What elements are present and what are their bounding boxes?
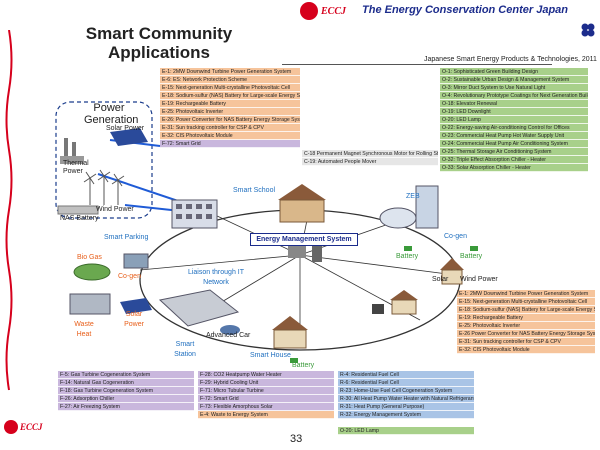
smart-house-label: Smart House	[250, 352, 291, 359]
list-item: O-1: Sophisticated Green Building Design	[440, 68, 588, 76]
building-products-list: O-1: Sophisticated Green Building Design…	[440, 68, 588, 172]
page-title: Smart Community Applications	[85, 24, 233, 62]
list-item: O-24: Commercial Heat Pump Air Condition…	[440, 140, 588, 148]
footer-logo-text: ECCJ	[20, 422, 43, 432]
list-item: R-31: Heat Pump (General Purpose)	[338, 403, 474, 411]
list-item: E-1: 2MW Downwind Turbine Power Generati…	[457, 290, 595, 298]
liaison-label: Liaison through IT Network	[187, 269, 245, 286]
energy-products-list: E-1: 2MW Downwind Turbine Power Generati…	[160, 68, 300, 140]
list-item: E-18: Sodium-sulfur (NAS) Battery for La…	[160, 92, 300, 100]
eccj-emblem-icon	[300, 2, 318, 20]
clover-icon	[581, 23, 595, 37]
list-item: F-28: CO2 Heatpump Water Heater	[198, 371, 334, 379]
residential-products-list: R-4: Residential Fuel Cell R-6: Resident…	[338, 371, 474, 419]
led-lamp-item: O-20: LED Lamp	[338, 427, 474, 435]
side-ornament	[5, 30, 13, 391]
wind-power-right-label: Wind Power	[460, 276, 498, 283]
list-item: O-19: LED Downlight	[440, 108, 588, 116]
list-item: O-3: Mirror Duct System to Use Natural L…	[440, 84, 588, 92]
list-item: R-30: All Heat Pump Water Heater with Na…	[338, 395, 474, 403]
smart-station-label: Smart Station	[174, 341, 196, 358]
battery-bottom-label: Battery	[292, 362, 315, 369]
waste-energy-item: E-4: Waste to Energy System	[198, 411, 334, 419]
list-item: F-26: Adsorption Chiller	[58, 395, 194, 403]
list-item: E-15: Next-generation Multi-crystalline …	[457, 298, 595, 306]
energy-management-system-label: Energy Management System	[250, 233, 358, 246]
list-item: E-6: ES: Network Protection Scheme	[160, 76, 300, 84]
list-item: O-2: Sustainable Urban Design & Manageme…	[440, 76, 588, 84]
list-item: F-5: Gas Turbine Cogeneration System	[58, 371, 194, 379]
waste-heat-label: Waste Heat	[74, 321, 94, 338]
list-item: F-73: Flexible Amorphous Solar	[198, 403, 334, 411]
cogeneration-products-list: F-5: Gas Turbine Cogeneration System F-1…	[58, 371, 194, 411]
list-item: F-72: Smart Grid	[198, 395, 334, 403]
list-item: O-20: LED Lamp	[338, 427, 474, 435]
smart-grid-item: F-72: Smart Grid	[160, 140, 300, 148]
list-item: E-31: Sun tracking controller for CSP & …	[160, 124, 300, 132]
title-divider	[282, 64, 552, 65]
solar-power-left-label: Solar Power	[124, 311, 144, 328]
wind-power-label: Wind Power	[96, 206, 134, 213]
advanced-car-label: Advanced Car	[206, 332, 251, 339]
smart-parking-label: Smart Parking	[104, 234, 149, 241]
list-item: C-19: Automated People Mover	[302, 158, 438, 166]
list-item: O-33: Solar Absorption Chiller - Heater	[440, 164, 588, 172]
list-item: O-22: Energy-saving Air-conditioning Con…	[440, 124, 588, 132]
list-item: E-26 Power Converter for NAS Battery Ene…	[457, 330, 595, 338]
battery-right-label: Battery	[396, 253, 419, 260]
power-generation-label: Power Generation	[84, 102, 139, 126]
list-item: R-6: Residential Fuel Cell	[338, 379, 474, 387]
org-title: The Energy Conservation Center Japan	[362, 4, 568, 16]
list-item: F-27: Air Freezing System	[58, 403, 194, 411]
page-number: 33	[290, 433, 303, 445]
solar-label: Solar	[432, 276, 449, 283]
list-item: E-1: 2MW Downwind Turbine Power Generati…	[160, 68, 300, 76]
list-item: E-26: Power Converter for NAS Battery En…	[160, 116, 300, 124]
eccj-emblem-icon	[4, 420, 18, 434]
list-item: R-23: Home-Use Fuel Cell Cogeneration Sy…	[338, 387, 474, 395]
list-item: F-71: Micro Tubular Turbine	[198, 387, 334, 395]
list-item: F-14: Natural Gas Cogeneration	[58, 379, 194, 387]
bio-gas-label: Bio Gas	[77, 254, 102, 261]
list-item: C-18 Permanent Magnet Synchronous Motor …	[302, 150, 438, 158]
list-item: R-32: Energy Management System	[338, 411, 474, 419]
renewable-products-list: E-1: 2MW Downwind Turbine Power Generati…	[457, 290, 595, 354]
list-item: O-4: Revolutionary Prototype Coatings fo…	[440, 92, 588, 100]
list-item: O-32: Triple Effect Absorption Chiller -…	[440, 156, 588, 164]
eccj-logo-bottom: ECCJ	[4, 420, 43, 434]
co-gen-right-label: Co-gen	[444, 233, 467, 240]
eccj-logo-top: ECCJ	[300, 2, 346, 20]
co-gen-left-label: Co-gen	[118, 273, 141, 280]
list-item: E-31: Sun tracking controller for CSP & …	[457, 338, 595, 346]
heatpump-products-list: F-28: CO2 Heatpump Water Heater F-29: Hy…	[198, 371, 334, 411]
list-item: E-19: Rechargeable Battery	[457, 314, 595, 322]
list-item: E-19: Rechargeable Battery	[160, 100, 300, 108]
solar-power-label: Solar Power	[106, 125, 145, 132]
list-item: F-72: Smart Grid	[160, 140, 300, 148]
logo-text: ECCJ	[321, 5, 347, 17]
list-item: F-29: Hybrid Cooling Unit	[198, 379, 334, 387]
list-item: O-18: Elevator Renewal	[440, 100, 588, 108]
transport-products-list: C-18 Permanent Magnet Synchronous Motor …	[302, 150, 438, 166]
list-item: E-25: Photovoltaic Inverter	[457, 322, 595, 330]
list-item: E-32: CIS Photovoltaic Module	[160, 132, 300, 140]
smart-school-label: Smart School	[233, 187, 276, 194]
list-item: R-4: Residential Fuel Cell	[338, 371, 474, 379]
zeb-label: ZEB	[406, 193, 420, 200]
list-item: E-25: Photovoltaic Inverter	[160, 108, 300, 116]
list-item: O-23: Commercial Heat Pump Hot Water Sup…	[440, 132, 588, 140]
list-item: E-18: Sodium-sulfur (NAS) Battery for La…	[457, 306, 595, 314]
list-item: E-32: CIS Photovoltaic Module	[457, 346, 595, 354]
list-item: F-18: Gas Turbine Cogeneration System	[58, 387, 194, 395]
nas-battery-label: NAS Battery	[60, 215, 99, 222]
list-item: O-25: Thermal Storage Air Conditioning S…	[440, 148, 588, 156]
list-item: E-4: Waste to Energy System	[198, 411, 334, 419]
list-item: E-15: Next-generation Multi-crystalline …	[160, 84, 300, 92]
battery-right-2-label: Battery	[460, 253, 483, 260]
products-title: Japanese Smart Energy Products & Technol…	[424, 56, 597, 63]
thermal-power-label: Thermal Power	[63, 160, 89, 175]
list-item: O-20: LED Lamp	[440, 116, 588, 124]
